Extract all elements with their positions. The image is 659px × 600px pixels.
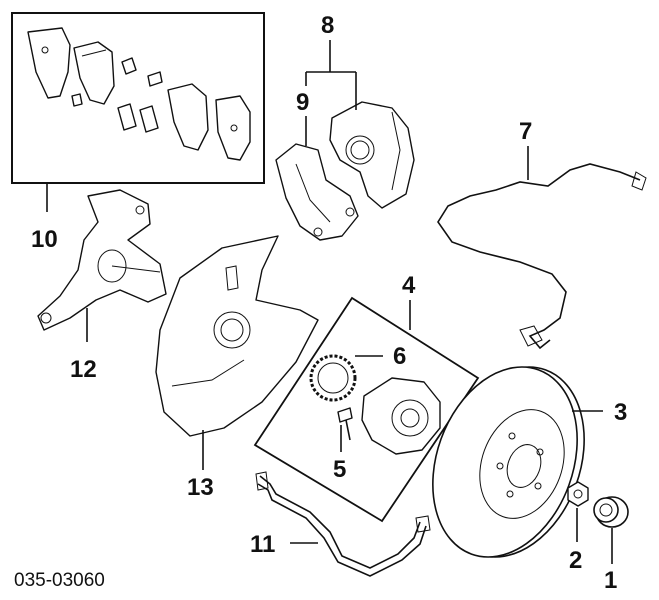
hub-bolt [337,407,353,423]
callout-6: 6 [393,343,406,370]
pad-clip [71,93,83,107]
abs-sensor-wire [437,163,647,350]
callout-2: 2 [569,547,582,574]
brake-pad-kit [11,12,265,184]
pad-clip [117,103,137,131]
outer-pad-right [215,95,251,161]
callout-3: 3 [614,399,627,426]
outer-pad-left [27,27,71,99]
pad-clip [121,57,137,75]
callout-9: 9 [296,89,309,116]
brake-hose [255,471,431,577]
hub-group-frame [253,296,480,523]
callout-4: 4 [402,272,416,299]
callout-11: 11 [250,531,275,558]
callout-12: 12 [70,356,97,383]
inner-pad-left [73,41,115,105]
dust-shield [155,235,319,437]
hub-group [253,296,480,523]
brake-rotor [432,366,585,558]
callout-13: 13 [187,474,214,501]
hub-nut [567,481,589,507]
abs-tone-ring [309,354,357,402]
inner-pad-right [167,83,209,151]
callout-10: 10 [31,226,58,253]
callout-1: 1 [604,567,617,594]
leader-lines [46,40,613,564]
callout-7: 7 [519,118,532,145]
callout-5: 5 [333,456,346,483]
caliper [329,101,415,209]
grease-cap [593,496,629,528]
pad-clip [139,105,159,133]
pad-clip [147,71,163,87]
callout-8: 8 [321,12,334,39]
part-code: 035-03060 [14,570,105,591]
steering-knuckle [37,189,167,331]
caliper-bracket [275,143,359,241]
